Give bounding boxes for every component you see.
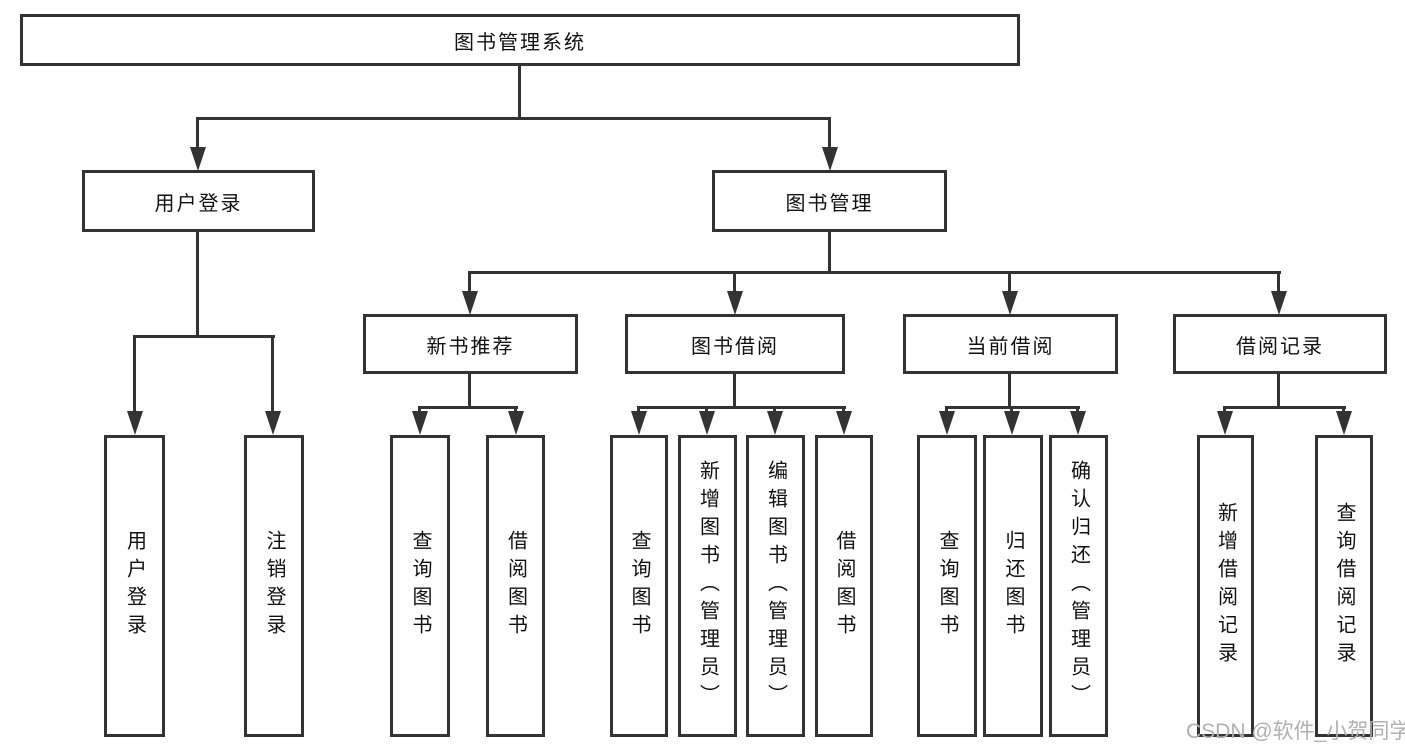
node-borrow-label: 图书借阅 — [691, 335, 779, 358]
node-root-label: 图书管理系统 — [454, 31, 586, 54]
connector-records-stem — [1277, 373, 1280, 409]
connector-user-login-bar — [133, 335, 275, 338]
leaf-nb-query: 查询图书 — [390, 435, 450, 737]
connector-current-stem — [1008, 373, 1011, 409]
leaf-cb-query: 查询图书 — [917, 435, 977, 737]
connector-borrow-bar — [637, 406, 846, 409]
arrow-down-icon — [1271, 291, 1287, 315]
node-user-login-label: 用户登录 — [154, 192, 243, 215]
arrow-down-icon — [767, 411, 783, 435]
connector-user-login-stem — [196, 232, 199, 338]
leaf-bb-edit-label: 编辑图书（管理员） — [764, 460, 787, 712]
leaf-br-query-label: 查询借阅记录 — [1333, 502, 1355, 670]
node-borrow: 图书借阅 — [625, 314, 845, 374]
connector-drop-book-mgmt — [828, 117, 831, 149]
leaf-user-login-label: 用户登录 — [123, 530, 146, 642]
connector-records-bar — [1223, 406, 1346, 409]
arrow-down-icon — [1002, 291, 1018, 315]
arrow-down-icon — [939, 411, 955, 435]
connector-drop-current — [1008, 271, 1011, 295]
arrow-down-icon — [265, 411, 281, 435]
node-new-book-label: 新书推荐 — [426, 335, 515, 358]
connector-drop-cb-query — [945, 406, 948, 414]
arrow-down-icon — [727, 291, 743, 315]
connector-drop-user-login — [196, 117, 199, 149]
connector-drop-nb-borrow — [514, 406, 517, 414]
connector-drop-borrow — [733, 271, 736, 295]
arrow-down-icon — [508, 411, 524, 435]
leaf-cb-confirm: 确认归还（管理员） — [1049, 435, 1108, 737]
arrow-down-icon — [822, 147, 838, 171]
leaf-br-query: 查询借阅记录 — [1315, 435, 1373, 737]
leaf-cb-return: 归还图书 — [983, 435, 1043, 737]
arrow-down-icon — [1336, 411, 1352, 435]
connector-drop-new-book — [468, 271, 471, 295]
leaf-br-add-label: 新增借阅记录 — [1214, 502, 1237, 670]
leaf-user-login: 用户登录 — [104, 435, 165, 737]
connector-drop-br-add — [1223, 406, 1226, 414]
node-records: 借阅记录 — [1173, 314, 1387, 374]
connector-borrow-stem — [733, 373, 736, 409]
csdn-watermark: CSDN @软件_小贺同学 — [1186, 720, 1405, 743]
arrow-down-icon — [1217, 411, 1233, 435]
connector-root-stem — [518, 66, 521, 119]
leaf-nb-query-label: 查询图书 — [409, 530, 431, 642]
node-user-login: 用户登录 — [82, 170, 315, 232]
connector-book-mgmt-bar — [468, 271, 1281, 274]
leaf-cb-confirm-label: 确认归还（管理员） — [1067, 460, 1090, 712]
arrow-down-icon — [836, 411, 852, 435]
arrow-down-icon — [190, 147, 206, 171]
connector-drop-records — [1277, 271, 1280, 295]
leaf-bb-query: 查询图书 — [610, 435, 668, 737]
leaf-bb-query-label: 查询图书 — [628, 530, 650, 642]
node-new-book: 新书推荐 — [363, 314, 578, 374]
node-records-label: 借阅记录 — [1236, 335, 1324, 358]
arrow-down-icon — [631, 411, 647, 435]
connector-drop-cb-return — [1010, 406, 1013, 414]
connector-drop-bb-borrow — [842, 406, 845, 414]
node-current-label: 当前借阅 — [966, 335, 1055, 358]
leaf-nb-borrow: 借阅图书 — [486, 435, 545, 737]
leaf-bb-borrow-label: 借阅图书 — [833, 530, 855, 642]
arrow-down-icon — [699, 411, 715, 435]
leaf-nb-borrow-label: 借阅图书 — [504, 530, 527, 642]
connector-drop-bb-query — [637, 406, 640, 414]
arrow-down-icon — [412, 411, 428, 435]
arrow-down-icon — [1004, 411, 1020, 435]
node-book-mgmt-label: 图书管理 — [785, 192, 874, 215]
arrow-down-icon — [462, 291, 478, 315]
connector-drop-br-query — [1342, 406, 1345, 414]
connector-new-book-bar — [418, 406, 518, 409]
leaf-cb-query-label: 查询图书 — [936, 530, 958, 642]
connector-new-book-stem — [468, 373, 471, 409]
connector-drop-nb-query — [418, 406, 421, 414]
connector-drop-cb-confirm — [1076, 406, 1079, 414]
leaf-logout: 注销登录 — [244, 435, 304, 737]
leaf-bb-borrow: 借阅图书 — [815, 435, 873, 737]
connector-root-bar — [197, 117, 831, 120]
connector-drop-leaf-user-login — [133, 335, 136, 413]
leaf-cb-return-label: 归还图书 — [1002, 530, 1024, 642]
connector-drop-leaf-logout — [271, 335, 274, 413]
connector-drop-bb-add — [705, 406, 708, 414]
node-current: 当前借阅 — [903, 314, 1118, 374]
leaf-bb-add-label: 新增图书（管理员） — [696, 460, 719, 712]
leaf-br-add: 新增借阅记录 — [1197, 435, 1254, 737]
node-root: 图书管理系统 — [20, 14, 1020, 66]
leaf-bb-edit: 编辑图书（管理员） — [746, 435, 805, 737]
arrow-down-icon — [127, 411, 143, 435]
connector-drop-bb-edit — [773, 406, 776, 414]
leaf-logout-label: 注销登录 — [263, 530, 285, 642]
node-book-mgmt: 图书管理 — [712, 170, 947, 232]
connector-book-mgmt-stem — [828, 232, 831, 274]
leaf-bb-add: 新增图书（管理员） — [678, 435, 737, 737]
arrow-down-icon — [1070, 411, 1086, 435]
